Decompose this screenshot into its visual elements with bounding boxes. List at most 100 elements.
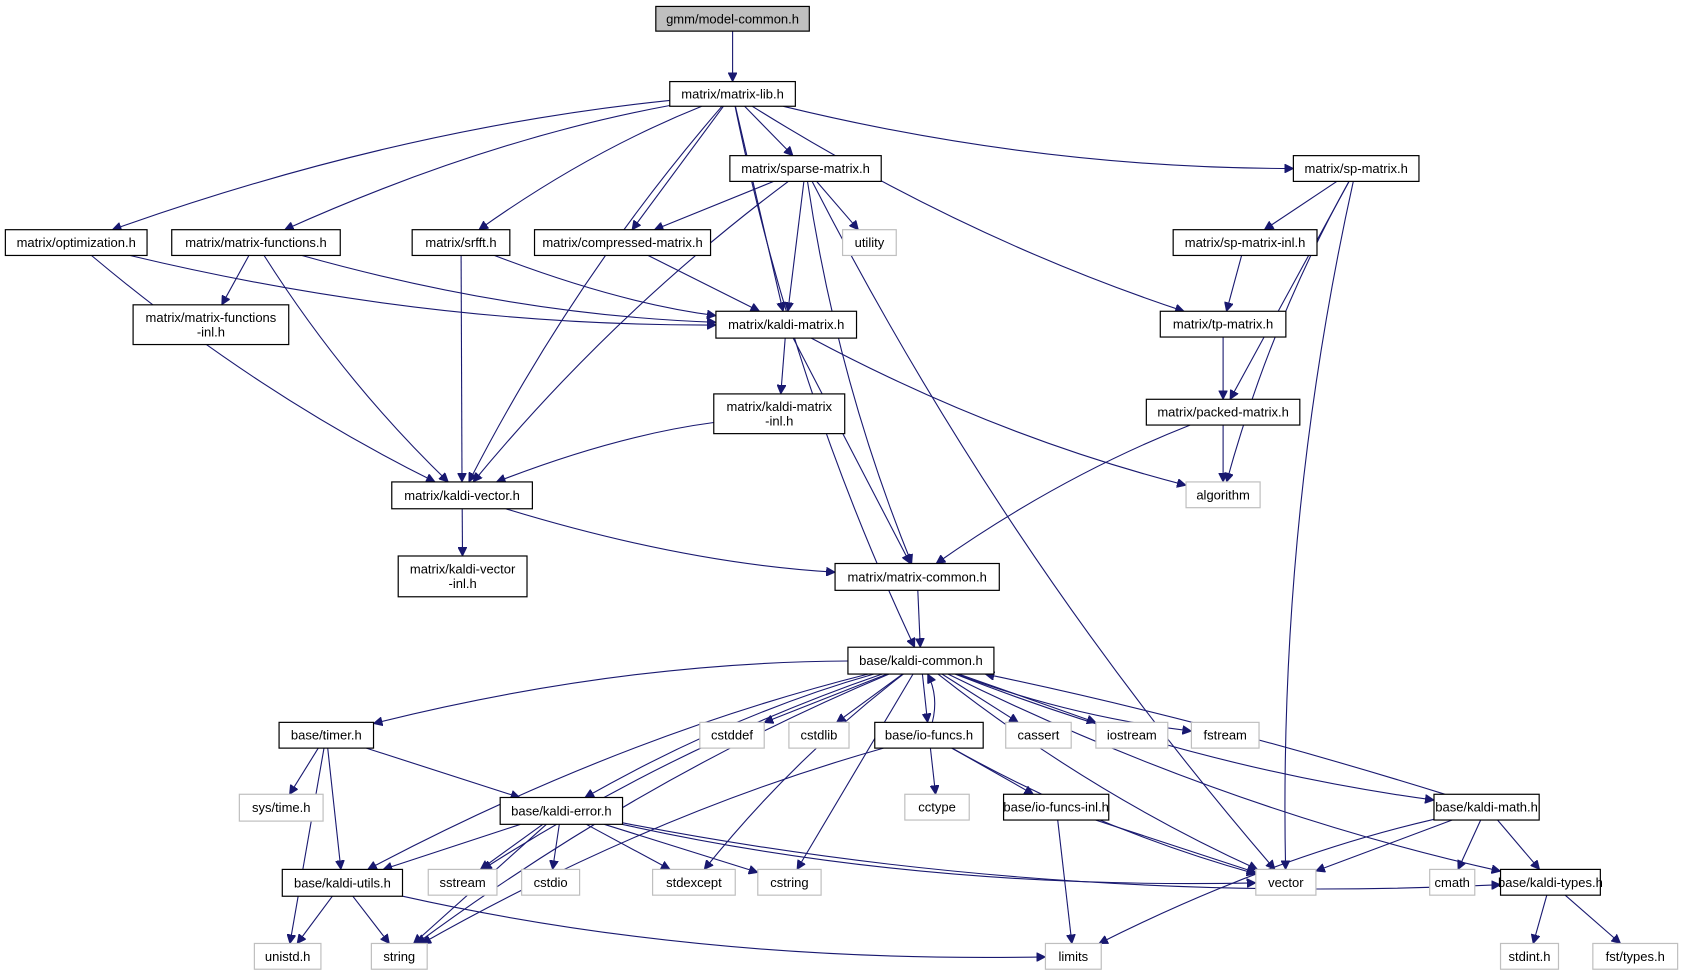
node-cstdio: cstdio	[521, 868, 581, 896]
node-limits: limits	[1044, 942, 1102, 970]
edge-kaldi_matrix-to-matrix_common	[792, 337, 911, 563]
node-label: unistd.h	[265, 949, 311, 964]
node-sstream: sstream	[427, 868, 498, 896]
edge-kaldi_common-to-kaldi_math	[954, 673, 1434, 800]
edge-io_funcs-to-string	[422, 747, 884, 943]
edge-sparse_matrix-to-compressed_matrix	[654, 180, 774, 229]
node-matrix-functions-inl[interactable]: matrix/matrix-functions-inl.h	[132, 304, 290, 346]
node-box	[1185, 481, 1261, 509]
node-kaldi-vector-inl[interactable]: matrix/kaldi-vector-inl.h	[397, 555, 528, 598]
node-matrix-lib[interactable]: matrix/matrix-lib.h	[669, 80, 796, 107]
node-label: sstream	[439, 875, 485, 890]
edge-kaldi_common-to-cstring	[797, 673, 914, 869]
edge-kaldi_types-to-stdint	[1533, 895, 1548, 943]
edge-kaldi_error-to-vector	[621, 823, 1256, 883]
node-io-funcs-inl[interactable]: base/io-funcs-inl.h	[1002, 793, 1110, 821]
edge-sparse_matrix-to-utility	[816, 181, 859, 229]
node-box	[788, 721, 850, 749]
node-box	[132, 304, 290, 346]
node-label: -inl.h	[197, 324, 225, 339]
nodes-layer: gmm/model-common.h matrix/matrix-lib.h mat…	[4, 5, 1679, 970]
node-matrix-common[interactable]: matrix/matrix-common.h	[834, 562, 1000, 591]
node-box	[1159, 310, 1287, 338]
node-label: string	[383, 949, 415, 964]
edge-timer-to-kaldi_error	[366, 747, 519, 797]
edge-kaldi_math-to-vector	[1316, 819, 1453, 871]
node-box	[874, 721, 984, 749]
edge-kaldi_error-to-stdexcept	[586, 823, 670, 870]
node-label: matrix/sparse-matrix.h	[741, 161, 870, 176]
node-box	[669, 80, 796, 107]
node-kaldi-matrix[interactable]: matrix/kaldi-matrix.h	[715, 310, 858, 339]
node-label: algorithm	[1196, 487, 1249, 502]
node-box	[655, 5, 810, 32]
edge-kaldi_utils-to-string	[352, 895, 390, 943]
edge-io_funcs_inl-to-vector	[1095, 819, 1256, 873]
node-compressed-matrix[interactable]: matrix/compressed-matrix.h	[533, 229, 712, 257]
node-cstddef: cstddef	[699, 721, 765, 749]
node-packed-matrix[interactable]: matrix/packed-matrix.h	[1145, 398, 1301, 426]
node-label: cstring	[770, 875, 808, 890]
node-kaldi-utils[interactable]: base/kaldi-utils.h	[281, 868, 404, 897]
node-io-funcs[interactable]: base/io-funcs.h	[874, 721, 984, 749]
edge-optimization-to-kaldi_matrix	[129, 254, 716, 326]
node-box	[729, 155, 882, 182]
node-kaldi-types[interactable]: base/kaldi-types.h	[1498, 868, 1603, 896]
node-label: cstddef	[711, 728, 753, 743]
node-box	[841, 229, 897, 257]
edge-kaldi_error-to-cstdio	[553, 824, 560, 869]
node-label: base/kaldi-error.h	[511, 803, 611, 818]
node-cassert: cassert	[1005, 721, 1072, 749]
edge-kaldi_utils-to-limits	[402, 895, 1046, 957]
node-label: limits	[1059, 949, 1089, 964]
node-model-common[interactable]: gmm/model-common.h	[655, 5, 810, 32]
node-kaldi-error[interactable]: base/kaldi-error.h	[499, 796, 624, 825]
node-matrix-functions[interactable]: matrix/matrix-functions.h	[171, 229, 341, 257]
node-box	[1095, 721, 1169, 749]
node-box	[391, 481, 533, 510]
node-box	[1005, 721, 1072, 749]
edge-kaldi_common-to-cassert	[941, 673, 1018, 722]
node-srfft[interactable]: matrix/srfft.h	[411, 229, 511, 257]
node-sys-time: sys/time.h	[238, 793, 324, 822]
edge-kaldi_types-to-fst_types	[1564, 894, 1620, 943]
edge-sparse_matrix-to-vector	[811, 181, 1275, 869]
edge-optimization-to-kaldi_vector	[91, 255, 436, 483]
edge-matrix_lib-to-srfft	[479, 105, 703, 229]
edge-sparse_matrix-to-kaldi_matrix	[788, 181, 805, 311]
node-label: sys/time.h	[252, 800, 311, 815]
node-string: string	[370, 942, 428, 970]
node-sp-matrix[interactable]: matrix/sp-matrix.h	[1292, 155, 1420, 182]
node-box	[1433, 793, 1540, 821]
node-label: matrix/matrix-lib.h	[681, 86, 784, 101]
node-tp-matrix[interactable]: matrix/tp-matrix.h	[1159, 310, 1287, 338]
node-box	[370, 942, 428, 970]
node-label: base/kaldi-common.h	[859, 653, 983, 668]
node-optimization[interactable]: matrix/optimization.h	[4, 229, 148, 257]
node-label: -inl.h	[765, 414, 793, 429]
edge-kaldi_common-to-io_funcs	[921, 674, 927, 722]
node-label: base/kaldi-types.h	[1498, 875, 1603, 890]
node-cstdlib: cstdlib	[788, 721, 850, 749]
node-kaldi-matrix-inl[interactable]: matrix/kaldi-matrix-inl.h	[713, 393, 846, 435]
node-box	[411, 229, 511, 257]
node-label: matrix/compressed-matrix.h	[542, 235, 702, 250]
node-box	[427, 868, 498, 896]
node-kaldi-math[interactable]: base/kaldi-math.h	[1433, 793, 1540, 821]
node-box	[715, 310, 858, 339]
edge-matrix_lib-to-matrix_functions	[285, 104, 670, 230]
edge-matrix_lib-to-sparse_matrix	[744, 105, 793, 155]
node-label: matrix/srfft.h	[425, 235, 496, 250]
node-kaldi-vector[interactable]: matrix/kaldi-vector.h	[391, 481, 533, 510]
node-kaldi-common[interactable]: base/kaldi-common.h	[847, 646, 995, 675]
node-sp-matrix-inl[interactable]: matrix/sp-matrix-inl.h	[1172, 229, 1318, 257]
edge-kaldi_error-to-cstring	[604, 823, 758, 872]
node-timer[interactable]: base/timer.h	[278, 721, 375, 749]
node-sparse-matrix[interactable]: matrix/sparse-matrix.h	[729, 155, 882, 182]
edge-kaldi_math-to-kaldi_types	[1497, 819, 1540, 869]
node-algorithm: algorithm	[1185, 481, 1261, 509]
node-box	[253, 942, 322, 970]
node-label: matrix/tp-matrix.h	[1173, 317, 1273, 332]
node-fst-types: fst/types.h	[1592, 942, 1679, 970]
edge-kaldi_math-to-cmath	[1458, 819, 1482, 869]
